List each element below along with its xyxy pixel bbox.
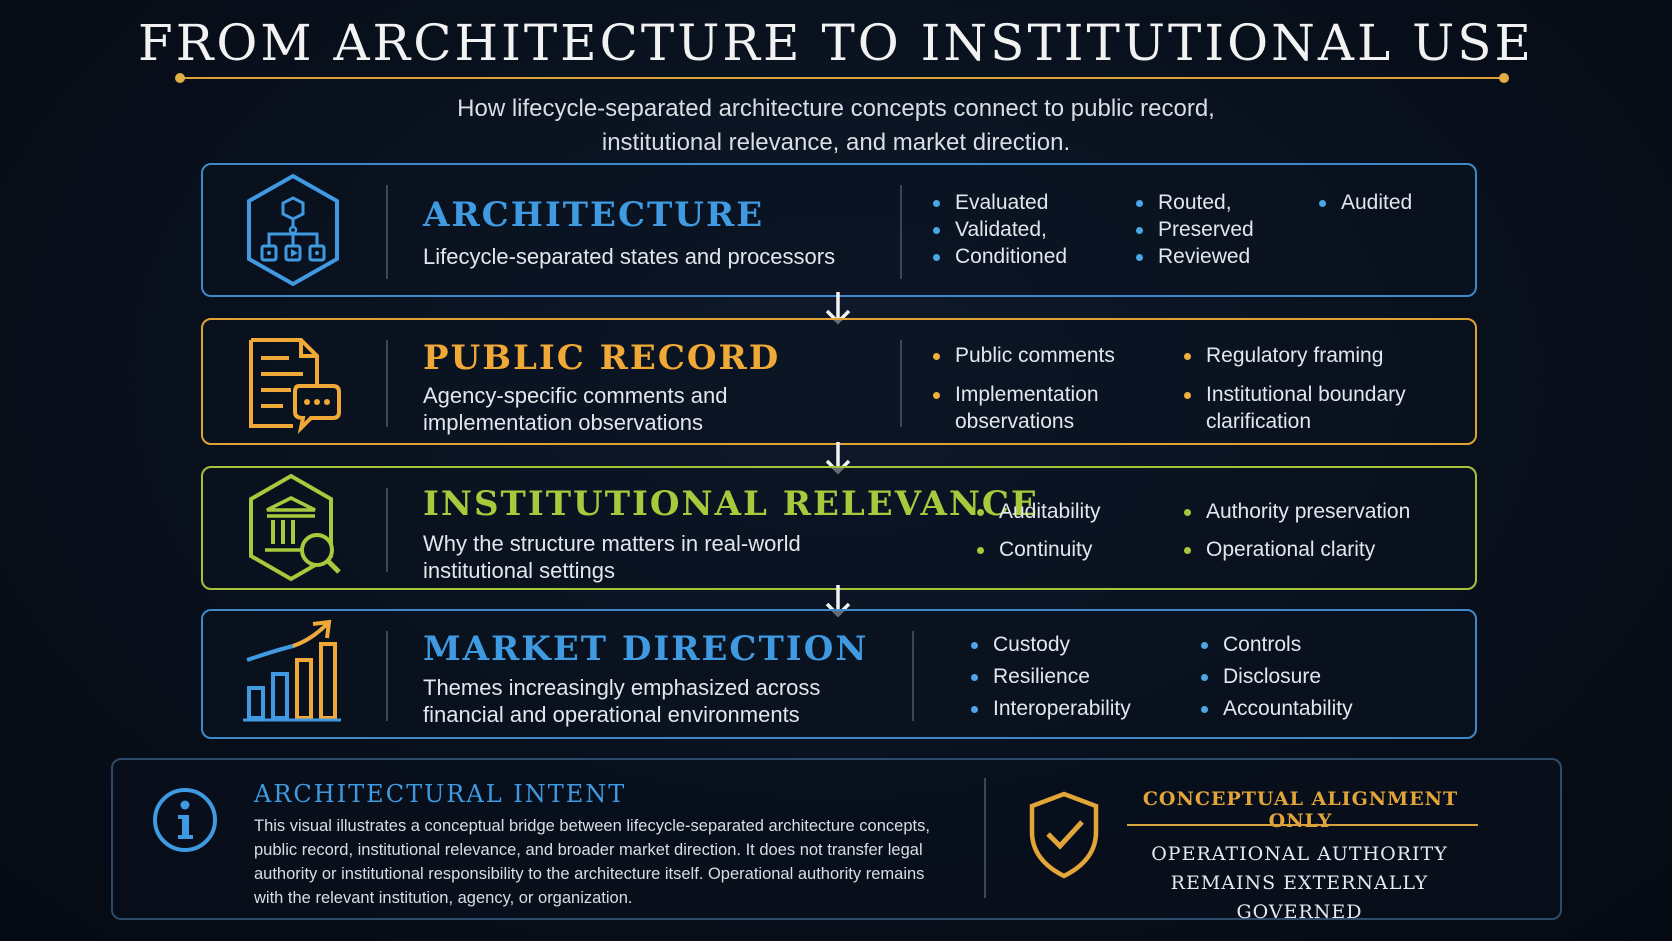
document-comment-icon [243,322,343,442]
info-icon [153,788,217,852]
list-item: Accountability [1199,695,1353,722]
list-item: Routed, [1134,189,1254,216]
market-direction-description: Themes increasingly emphasized across fi… [423,674,820,728]
subtitle-line-2: institutional relevance, and market dire… [601,129,1071,156]
hexagon-hierarchy-icon [243,170,343,290]
institutional-relevance-heading: INSTITUTIONAL RELEVANCE [423,484,1039,524]
architectural-intent-panel: ARCHITECTURAL INTENT This visual illustr… [111,758,1562,923]
list-item: Conditioned [931,243,1067,270]
alignment-divider [1127,824,1478,826]
page-title: FROM ARCHITECTURE TO INSTITUTIONAL USE [138,14,1534,72]
public-record-description: Agency-specific comments and implementat… [423,382,727,436]
description-line: Agency-specific comments and [423,383,728,408]
description-line: Themes increasingly emphasized across [423,675,821,700]
card-divider [900,340,902,427]
authority-statement: OPERATIONAL AUTHORITY REMAINS EXTERNALLY… [1117,840,1482,927]
subtitle-line-1: How lifecycle-separated architecture con… [457,95,1215,122]
institutional-relevance-list-col2: Authority preservation Operational clari… [1182,498,1410,563]
list-item: Reviewed [1134,243,1254,270]
list-item: Implementation observations [931,381,1161,435]
rising-bar-chart-icon [243,614,343,734]
page-subtitle: How lifecycle-separated architecture con… [0,92,1672,160]
list-item: Regulatory framing [1182,342,1452,369]
architecture-list-col1: Evaluated Validated, Conditioned [931,189,1067,270]
description-line: implementation observations [423,410,704,435]
card-divider [386,488,388,572]
list-item: Continuity [975,536,1101,563]
panel-divider [984,778,986,898]
market-direction-list-col1: Custody Resilience Interoperability [969,631,1131,722]
authority-line: REMAINS EXTERNALLY GOVERNED [1170,872,1429,923]
description-line: Why the structure matters in real-world [423,531,801,556]
institutional-relevance-card: INSTITUTIONAL RELEVANCE Why the structur… [201,466,1477,590]
card-divider [386,185,388,279]
architectural-intent-text: This visual illustrates a conceptual bri… [254,817,930,907]
list-item: Controls [1199,631,1353,658]
list-item: Audited [1317,189,1412,216]
architecture-description: Lifecycle-separated states and processor… [423,244,836,269]
architecture-list-col2: Routed, Preserved Reviewed [1134,189,1254,270]
card-divider [900,185,902,279]
market-direction-list-col2: Controls Disclosure Accountability [1199,631,1353,722]
institutional-relevance-description: Why the structure matters in real-world … [423,530,801,584]
list-item: Authority preservation [1182,498,1410,525]
list-item: Public comments [931,342,1161,369]
list-item: Resilience [969,663,1131,690]
public-record-heading: PUBLIC RECORD [423,338,781,378]
card-divider [912,631,914,721]
institutional-relevance-list-col1: Auditability Continuity [975,498,1101,563]
conceptual-alignment-heading: CONCEPTUAL ALIGNMENT ONLY [1142,788,1459,832]
description-line: financial and operational environments [423,702,800,727]
institution-search-icon [243,468,343,588]
list-item: Custody [969,631,1131,658]
list-item: Preserved [1134,216,1254,243]
description-line: institutional settings [423,558,615,583]
public-record-list-col1: Public comments Implementation observati… [931,342,1161,435]
authority-line: OPERATIONAL AUTHORITY [1151,843,1448,865]
public-record-list-col2: Regulatory framing Institutional boundar… [1182,342,1452,435]
market-direction-heading: MARKET DIRECTION [423,629,869,669]
list-item: Institutional boundary clarification [1182,381,1452,435]
public-record-card: PUBLIC RECORD Agency-specific comments a… [201,318,1477,445]
list-item: Evaluated [931,189,1067,216]
list-item: Disclosure [1199,663,1353,690]
list-item: Auditability [975,498,1101,525]
list-item: Validated, [931,216,1067,243]
architecture-heading: ARCHITECTURE [423,195,765,235]
architecture-list-col3: Audited [1317,189,1412,216]
market-direction-card: MARKET DIRECTION Themes increasingly emp… [201,609,1477,739]
title-divider [175,73,1509,83]
shield-check-icon [1029,791,1099,879]
architecture-card: ARCHITECTURE Lifecycle-separated states … [201,163,1477,297]
list-item: Operational clarity [1182,536,1410,563]
card-divider [386,631,388,721]
list-item: Interoperability [969,695,1131,722]
architectural-intent-heading: ARCHITECTURAL INTENT [254,780,627,808]
card-divider [386,340,388,427]
